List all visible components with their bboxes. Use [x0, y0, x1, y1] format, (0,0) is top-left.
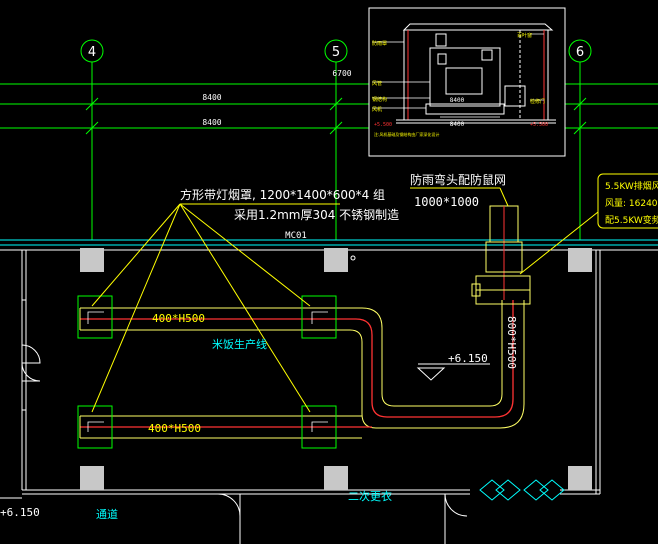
inset-right-dim: +5.500 [530, 122, 548, 128]
column [80, 466, 104, 490]
inset-left-label-2: 风管 [372, 80, 382, 87]
rain-cap-label1: 防雨弯头配防鼠网 [410, 172, 506, 187]
hood-spec-line2: 采用1.2mm厚304 不锈钢制造 [234, 208, 399, 222]
dim-row1: 8400 [202, 93, 221, 102]
duct-label-lower: 400*H500 [148, 422, 201, 435]
inset-left-label-4: 风机 [372, 106, 382, 113]
duct-upper [80, 300, 503, 407]
inset-right-label-2: 检修门 [530, 98, 545, 105]
column [568, 466, 592, 490]
door-bottom-right [444, 493, 468, 517]
axis-bubble-6 [568, 39, 592, 63]
column [324, 248, 348, 272]
column [568, 248, 592, 272]
door-left [21, 344, 41, 364]
room-corridor: 通道 [96, 507, 118, 521]
column [324, 466, 348, 490]
duct-centerline-upper [80, 300, 514, 418]
columns [80, 248, 592, 490]
window-symbols [479, 479, 565, 501]
duct-label-upper: 400*H500 [152, 312, 205, 325]
fan-note-1: 5.5KW排烟风机 [605, 180, 658, 192]
hood [301, 295, 337, 339]
dim-top: 6700 [332, 69, 351, 78]
inset-left-dim: +5.500 [374, 122, 392, 128]
elevation-left: +6.150 [0, 506, 40, 519]
axis-label-5: 5 [332, 45, 340, 60]
door-bottom-left [217, 493, 241, 517]
rain-cap-label2: 1000*1000 [414, 195, 479, 209]
duct-label-vertical: 800*H500 [505, 316, 518, 369]
axis-label-6: 6 [576, 45, 584, 60]
inset-bottom-note: 注:风机基础及钢结构由厂家深化设计 [374, 131, 439, 137]
inset-dim-2: 8400 [450, 121, 465, 128]
fan-note-box [597, 173, 658, 229]
inset-left-label-3: 钢结构 [372, 96, 387, 103]
production-line-name: 米饭生产线 [212, 337, 267, 351]
walls [0, 239, 658, 544]
leader-lines [91, 173, 658, 413]
axis-bubble-5 [324, 39, 348, 63]
axis-label-4: 4 [88, 45, 96, 60]
hood [301, 405, 337, 449]
elevation-main: +6.150 [448, 352, 488, 365]
elevation-marker [416, 363, 490, 381]
room-changing: 二次更衣 [348, 489, 392, 503]
inset-right-label-1: 百叶窗 [517, 32, 532, 39]
inset-detail [368, 7, 566, 157]
inset-fan-unit [429, 47, 501, 107]
inset-dim: 8400 [450, 97, 465, 104]
duct-system [79, 300, 525, 439]
dim-row2: 8400 [202, 118, 221, 127]
fan-note-2: 风量: 16240立方米/小时 [605, 197, 658, 209]
axis-bubble-4 [80, 39, 104, 63]
inset-roof [402, 23, 554, 31]
hood [77, 295, 113, 339]
exhaust-fan-riser [471, 205, 531, 305]
hood-spec-line1: 方形带灯烟罩, 1200*1400*600*4 组 [180, 187, 385, 202]
fan-note-3: 配5.5KW变频控制器 [605, 214, 658, 226]
door-mc01: MC01 [285, 231, 307, 241]
inset-left-label-1: 防雨罩 [372, 40, 387, 47]
column [80, 248, 104, 272]
